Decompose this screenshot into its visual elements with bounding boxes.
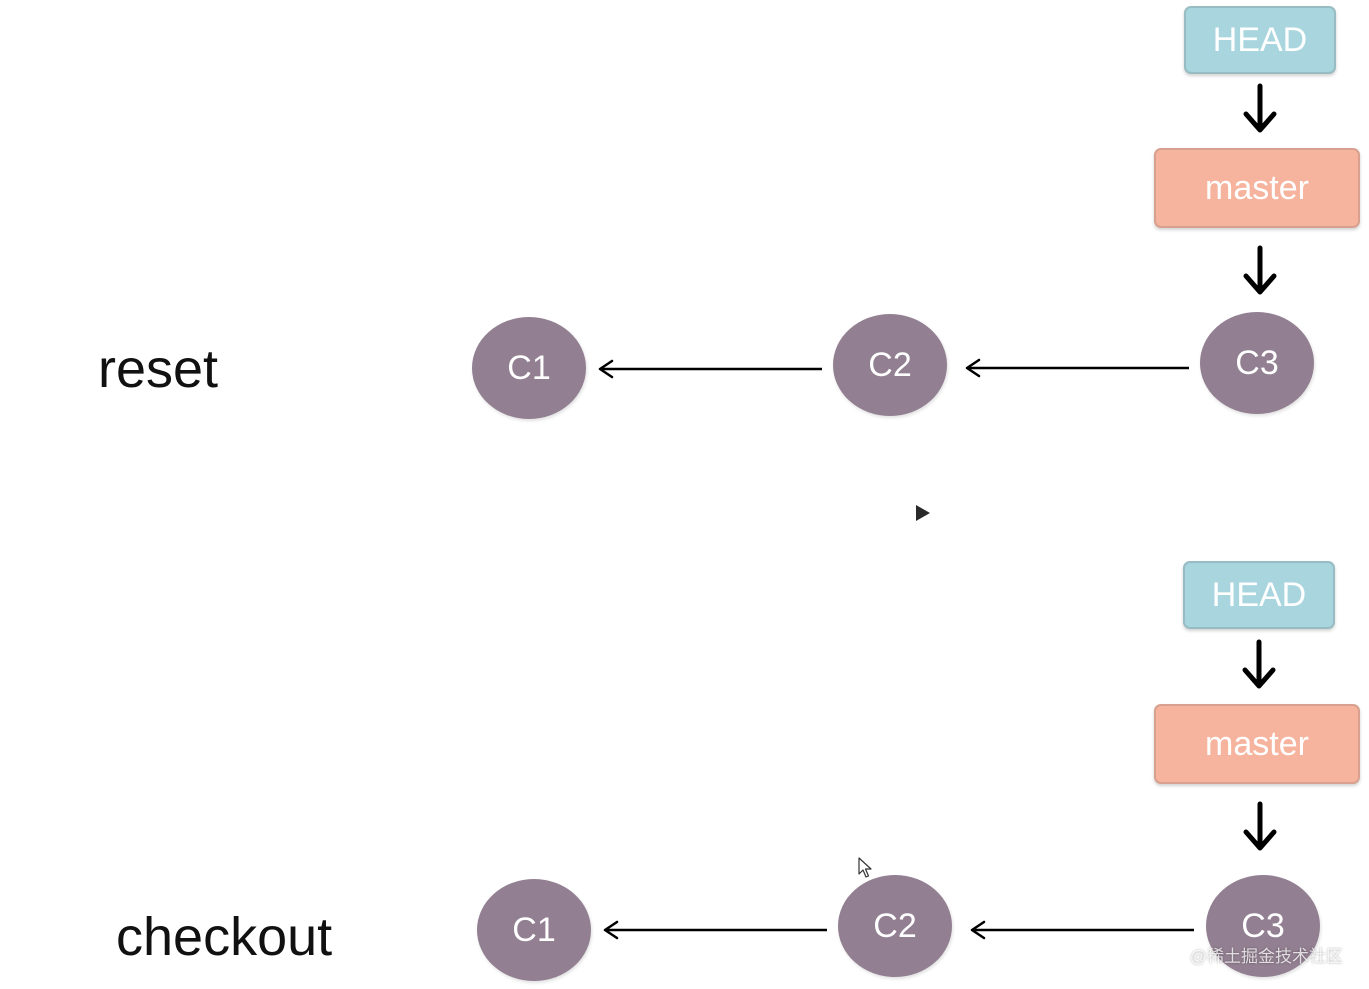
head-ref: HEAD — [1183, 561, 1335, 629]
commit-node-c1: C1 — [472, 317, 586, 419]
master-to-c3-arrow — [1243, 245, 1277, 295]
head-to-master-arrow — [1243, 83, 1277, 133]
head-to-master-arrow — [1242, 639, 1276, 689]
commit-node-c1: C1 — [477, 879, 591, 981]
master-branch-ref: master — [1154, 148, 1360, 228]
master-branch-ref: master — [1154, 704, 1360, 784]
head-ref: HEAD — [1184, 6, 1336, 74]
watermark-text: @稀土掘金技术社区 — [1189, 947, 1343, 966]
c2-to-c1-parent-arrow — [603, 920, 827, 940]
c2-to-c1-parent-arrow — [598, 359, 822, 379]
diagram-label-checkout: checkout — [116, 907, 333, 967]
master-to-c3-arrow — [1243, 801, 1277, 851]
c3-to-c2-parent-arrow — [965, 358, 1189, 378]
c3-to-c2-parent-arrow — [970, 920, 1194, 940]
diagram-label-reset: reset — [98, 339, 219, 399]
commit-node-c2: C2 — [838, 875, 952, 977]
mouse-pointer-icon — [858, 857, 872, 878]
play-icon[interactable] — [916, 505, 930, 521]
commit-node-c2: C2 — [833, 314, 947, 416]
commit-node-c3: C3 — [1200, 312, 1314, 414]
commit-node-c3: C3 — [1206, 875, 1320, 977]
